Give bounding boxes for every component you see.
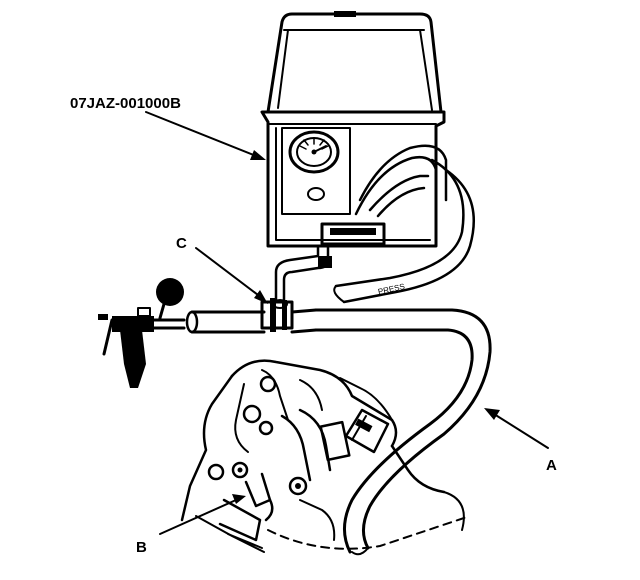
- pressure-hose: PRESS: [274, 158, 475, 304]
- tester-hoses: [354, 144, 448, 218]
- hose-a: [314, 308, 492, 556]
- callout-a: A: [546, 457, 557, 474]
- hose-connection-b: [218, 472, 274, 549]
- callout-leaders: [145, 111, 549, 535]
- pressure-gauge: [288, 130, 340, 174]
- hose-clamp: [344, 408, 390, 454]
- tee-connector-c: [260, 298, 294, 332]
- hand-pump: [98, 278, 186, 388]
- case-lid: [266, 11, 443, 114]
- hose-marking-text: PRESS: [377, 282, 405, 296]
- callout-c: C: [176, 235, 187, 252]
- engine-housing: [180, 359, 471, 553]
- pressure-tester-case: [260, 11, 448, 248]
- case-latch: [320, 222, 386, 246]
- bypass-hose-straight: [185, 308, 318, 334]
- case-body: [260, 110, 446, 248]
- callout-b: B: [136, 539, 147, 556]
- tool-number-label: 07JAZ-001000B: [70, 95, 181, 112]
